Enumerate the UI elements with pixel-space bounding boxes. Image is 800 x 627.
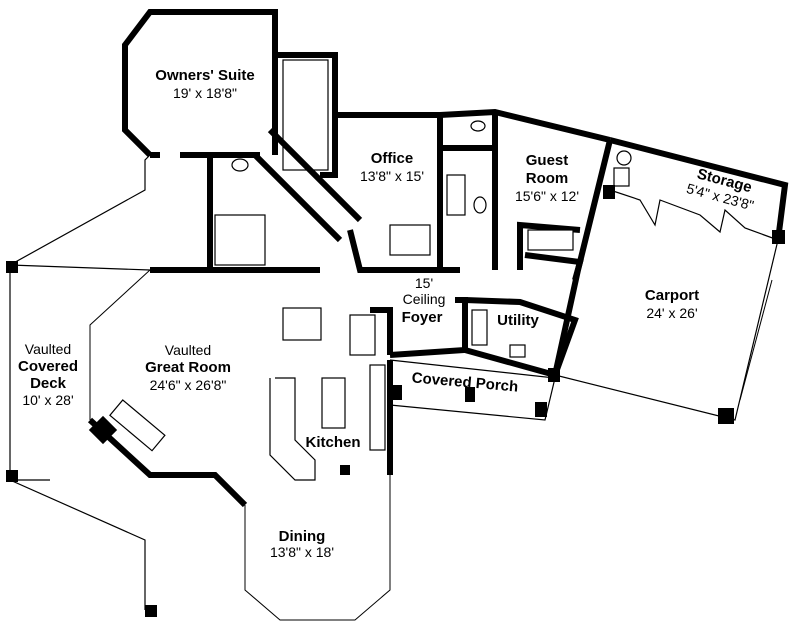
owners-suite-walls (122, 9, 611, 178)
svg-text:24' x 26': 24' x 26' (646, 305, 697, 321)
kitchen-label: Kitchen (305, 434, 360, 451)
svg-text:10' x 28': 10' x 28' (22, 392, 73, 408)
svg-text:15'6" x 12': 15'6" x 12' (515, 188, 579, 204)
office-walls (347, 112, 584, 281)
svg-text:Vaulted: Vaulted (165, 342, 211, 358)
svg-text:Room: Room (526, 170, 569, 187)
svg-text:Kitchen: Kitchen (305, 434, 360, 451)
covered-deck-outline (6, 154, 157, 617)
great-room-label: Vaulted Great Room 24'6" x 26'8" (145, 342, 231, 393)
svg-text:24'6" x 26'8": 24'6" x 26'8" (150, 377, 227, 393)
svg-text:Guest: Guest (526, 152, 569, 169)
owners-suite-label: Owners' Suite 19' x 18'8" (155, 67, 254, 101)
storage-label: Storage 5'4" x 23'8" (685, 165, 756, 213)
svg-text:Office: Office (371, 150, 414, 167)
utility-walls (370, 297, 579, 379)
guest-room-label: Guest Room 15'6" x 12' (515, 152, 579, 204)
foyer-label: 15' Ceiling Foyer (402, 275, 446, 326)
svg-text:15': 15' (415, 275, 433, 291)
carport-walls (548, 137, 789, 424)
carport-label: Carport 24' x 26' (645, 287, 699, 321)
svg-text:Utility: Utility (497, 312, 539, 329)
svg-text:Deck: Deck (30, 375, 67, 392)
svg-text:Carport: Carport (645, 287, 699, 304)
great-room-walls (87, 267, 393, 621)
svg-text:Covered: Covered (18, 358, 78, 375)
dining-label: Dining 13'8" x 18' (270, 528, 334, 560)
svg-text:Foyer: Foyer (402, 309, 443, 326)
covered-porch-outline (389, 359, 556, 421)
svg-text:Ceiling: Ceiling (403, 291, 446, 307)
office-label: Office 13'8" x 15' (360, 150, 424, 184)
svg-text:Dining: Dining (279, 528, 326, 545)
svg-text:Owners' Suite: Owners' Suite (155, 67, 254, 84)
covered-deck-label: Vaulted Covered Deck 10' x 28' (18, 341, 78, 408)
covered-porch-label: Covered Porch (411, 369, 519, 395)
utility-label: Utility (497, 312, 539, 329)
svg-text:13'8" x 15': 13'8" x 15' (360, 168, 424, 184)
svg-text:Great Room: Great Room (145, 359, 231, 376)
svg-text:13'8" x 18': 13'8" x 18' (270, 544, 334, 560)
svg-text:Vaulted: Vaulted (25, 341, 71, 357)
svg-text:19' x 18'8": 19' x 18'8" (173, 85, 237, 101)
svg-text:Covered Porch: Covered Porch (411, 369, 519, 395)
